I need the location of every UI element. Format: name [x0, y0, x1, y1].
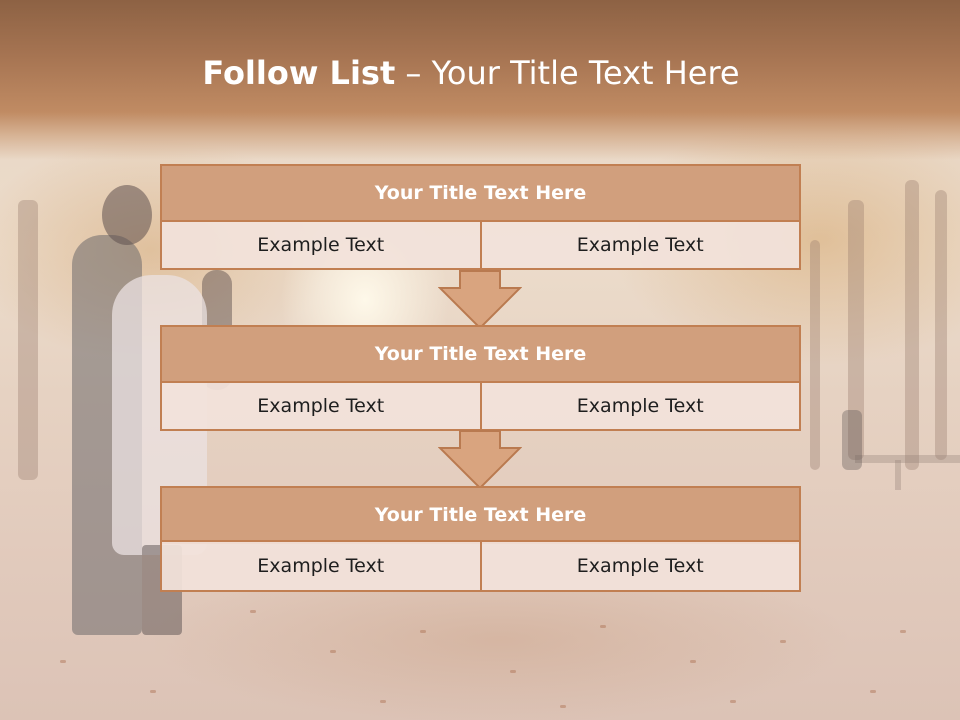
- slide-title-bold: Follow List: [202, 54, 396, 92]
- block-cell-right: Example Text: [481, 540, 801, 592]
- slide-title-rest: – Your Title Text Here: [395, 54, 740, 92]
- block-row: Example Text Example Text: [160, 540, 801, 592]
- distant-person: [842, 410, 862, 470]
- block-cell-right: Example Text: [481, 220, 801, 270]
- block-cell-left: Example Text: [160, 381, 482, 431]
- flow-block-3: Your Title Text Here Example Text Exampl…: [160, 486, 801, 592]
- flow-block-2: Your Title Text Here Example Text Exampl…: [160, 325, 801, 431]
- block-title: Your Title Text Here: [160, 164, 801, 222]
- block-row: Example Text Example Text: [160, 220, 801, 270]
- block-title: Your Title Text Here: [160, 486, 801, 544]
- block-cell-left: Example Text: [160, 540, 482, 592]
- tree-trunk: [848, 200, 864, 460]
- park-bench: [895, 460, 901, 490]
- tree-trunk: [905, 180, 919, 470]
- block-title: Your Title Text Here: [160, 325, 801, 383]
- tree-trunk: [935, 190, 947, 460]
- block-row: Example Text Example Text: [160, 381, 801, 431]
- tree-trunk: [18, 200, 38, 480]
- down-arrow-icon: [438, 270, 522, 330]
- down-arrow-icon: [438, 430, 522, 490]
- park-bench: [855, 455, 960, 463]
- slide-title: Follow List – Your Title Text Here: [0, 54, 942, 92]
- block-cell-right: Example Text: [481, 381, 801, 431]
- tree-trunk: [810, 240, 820, 470]
- header-band: [0, 0, 960, 160]
- block-cell-left: Example Text: [160, 220, 482, 270]
- flow-block-1: Your Title Text Here Example Text Exampl…: [160, 164, 801, 270]
